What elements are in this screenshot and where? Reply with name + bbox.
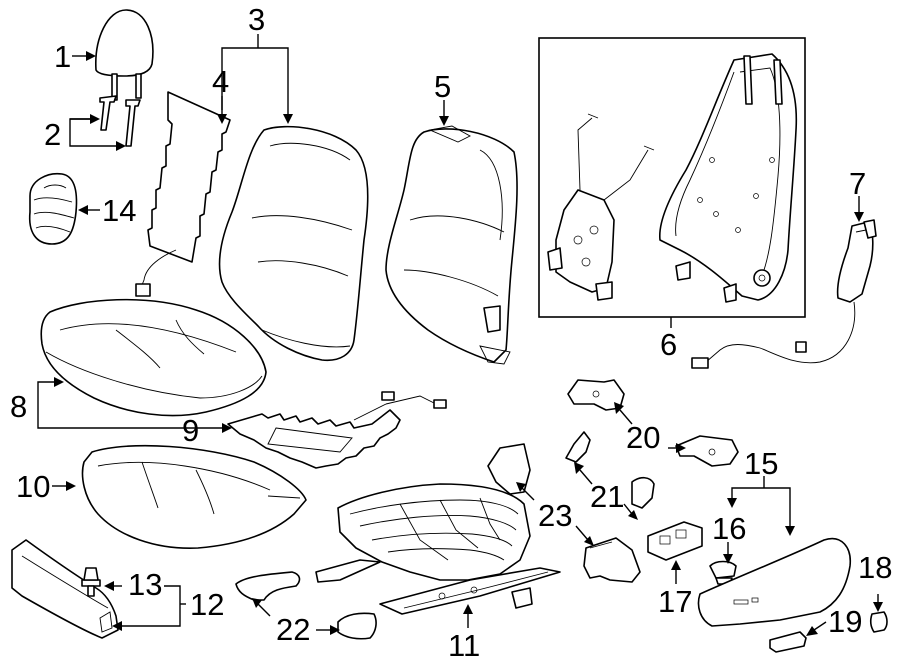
seat-cushion-heater[interactable] [227, 391, 447, 469]
callout-13: 13 [128, 567, 162, 602]
side-airbag[interactable] [691, 219, 877, 369]
track-cover[interactable] [235, 571, 301, 601]
callout-2: 2 [44, 117, 61, 152]
callout-23: 23 [538, 498, 572, 533]
recliner-side-cover[interactable] [487, 443, 531, 495]
seat-adjuster-knob-cover[interactable] [583, 537, 641, 583]
seat-side-shield[interactable] [11, 539, 119, 639]
callout-16: 16 [712, 511, 746, 546]
seat-side-cover[interactable] [697, 537, 851, 627]
callout-14: 14 [102, 193, 136, 228]
callout-7: 7 [849, 166, 866, 201]
callout-6: 6 [660, 327, 677, 362]
leader-lines [37, 34, 883, 636]
callout-12: 12 [190, 587, 224, 622]
lumbar-support-assy[interactable] [547, 113, 655, 301]
headrest[interactable] [95, 9, 154, 101]
seatback-cover[interactable] [218, 125, 369, 362]
cover-cap[interactable] [869, 611, 888, 633]
seatback-frame[interactable] [659, 53, 798, 303]
callout-18: 18 [858, 550, 892, 585]
cover-trim[interactable] [769, 631, 807, 653]
seatback-pad[interactable] [385, 125, 518, 365]
callout-5: 5 [434, 69, 451, 104]
callout-9: 9 [182, 413, 199, 448]
callout-22: 22 [276, 612, 310, 647]
headrest-guide[interactable] [99, 95, 141, 147]
callout-8: 8 [10, 389, 27, 424]
callout-10: 10 [16, 469, 50, 504]
callout-4: 4 [212, 64, 229, 99]
callout-21: 21 [590, 479, 624, 514]
power-seat-switch[interactable] [647, 521, 703, 561]
callout-labels: 1 2 3 4 5 6 7 8 9 10 11 12 13 14 15 16 1… [10, 2, 892, 661]
callout-11: 11 [448, 628, 480, 661]
seatback-heater[interactable] [135, 91, 231, 297]
callout-20: 20 [626, 420, 660, 455]
track-end-cover[interactable] [337, 612, 377, 640]
recliner-cover[interactable] [28, 172, 78, 245]
callout-17: 17 [658, 584, 692, 619]
seatback-frame-inset [538, 37, 806, 318]
bracket-lower[interactable] [675, 435, 739, 467]
seat-cushion-frame[interactable] [315, 483, 561, 615]
callout-1: 1 [54, 39, 71, 74]
callout-15: 15 [744, 446, 778, 481]
callout-3: 3 [248, 2, 265, 37]
callout-19: 19 [828, 604, 862, 639]
bracket-upper[interactable] [567, 379, 625, 411]
mounting-bracket[interactable] [565, 431, 655, 509]
seat-cushion-pad[interactable] [81, 444, 307, 549]
shield-clip[interactable] [81, 567, 101, 597]
seat-cushion-cover[interactable] [40, 298, 267, 417]
